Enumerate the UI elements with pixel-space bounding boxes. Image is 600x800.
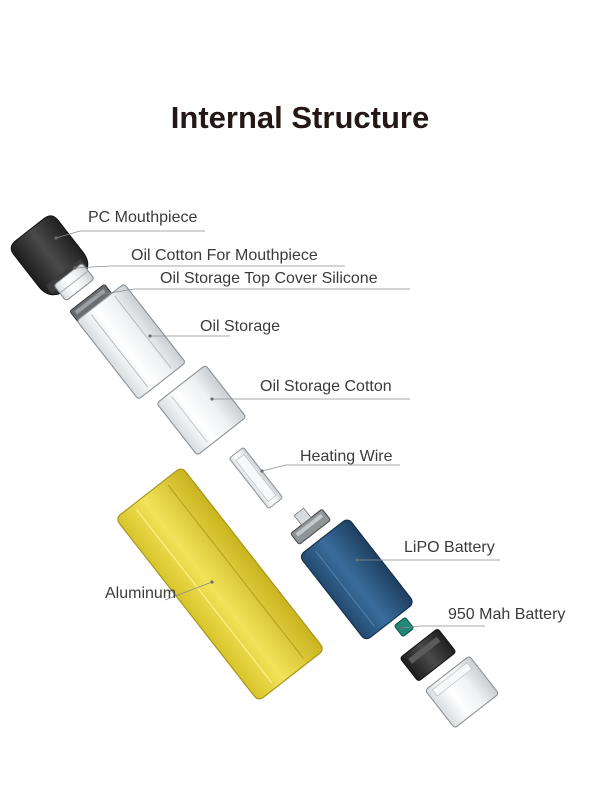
page-title: Internal Structure xyxy=(170,100,430,135)
label-aluminum: Aluminum xyxy=(105,585,176,602)
label-950-mah-battery: 950 Mah Battery xyxy=(448,606,565,623)
heating-wire-part xyxy=(229,447,283,509)
label-heating-wire: Heating Wire xyxy=(300,448,393,465)
oil-storage-cotton-part xyxy=(157,365,246,455)
label-pc-mouthpiece: PC Mouthpiece xyxy=(88,209,197,226)
leader-lines xyxy=(54,230,500,630)
label-oil-storage: Oil Storage xyxy=(200,318,280,335)
oil-storage-part xyxy=(77,284,185,399)
oil-cotton-mouthpiece-part xyxy=(54,263,94,301)
label-top-cover-silicone: Oil Storage Top Cover Silicone xyxy=(160,270,378,287)
bottom-base-part xyxy=(425,656,499,728)
label-oil-storage-cotton: Oil Storage Cotton xyxy=(260,378,392,395)
aluminum-body-part xyxy=(117,468,323,700)
label-oil-cotton-mouthpiece: Oil Cotton For Mouthpiece xyxy=(131,247,318,264)
lipo-battery-part xyxy=(300,519,413,640)
battery-chip-part xyxy=(394,617,414,637)
battery-top-connector-part xyxy=(290,507,331,545)
bottom-cap-part xyxy=(400,629,456,681)
label-lipo-battery: LiPO Battery xyxy=(404,539,495,556)
